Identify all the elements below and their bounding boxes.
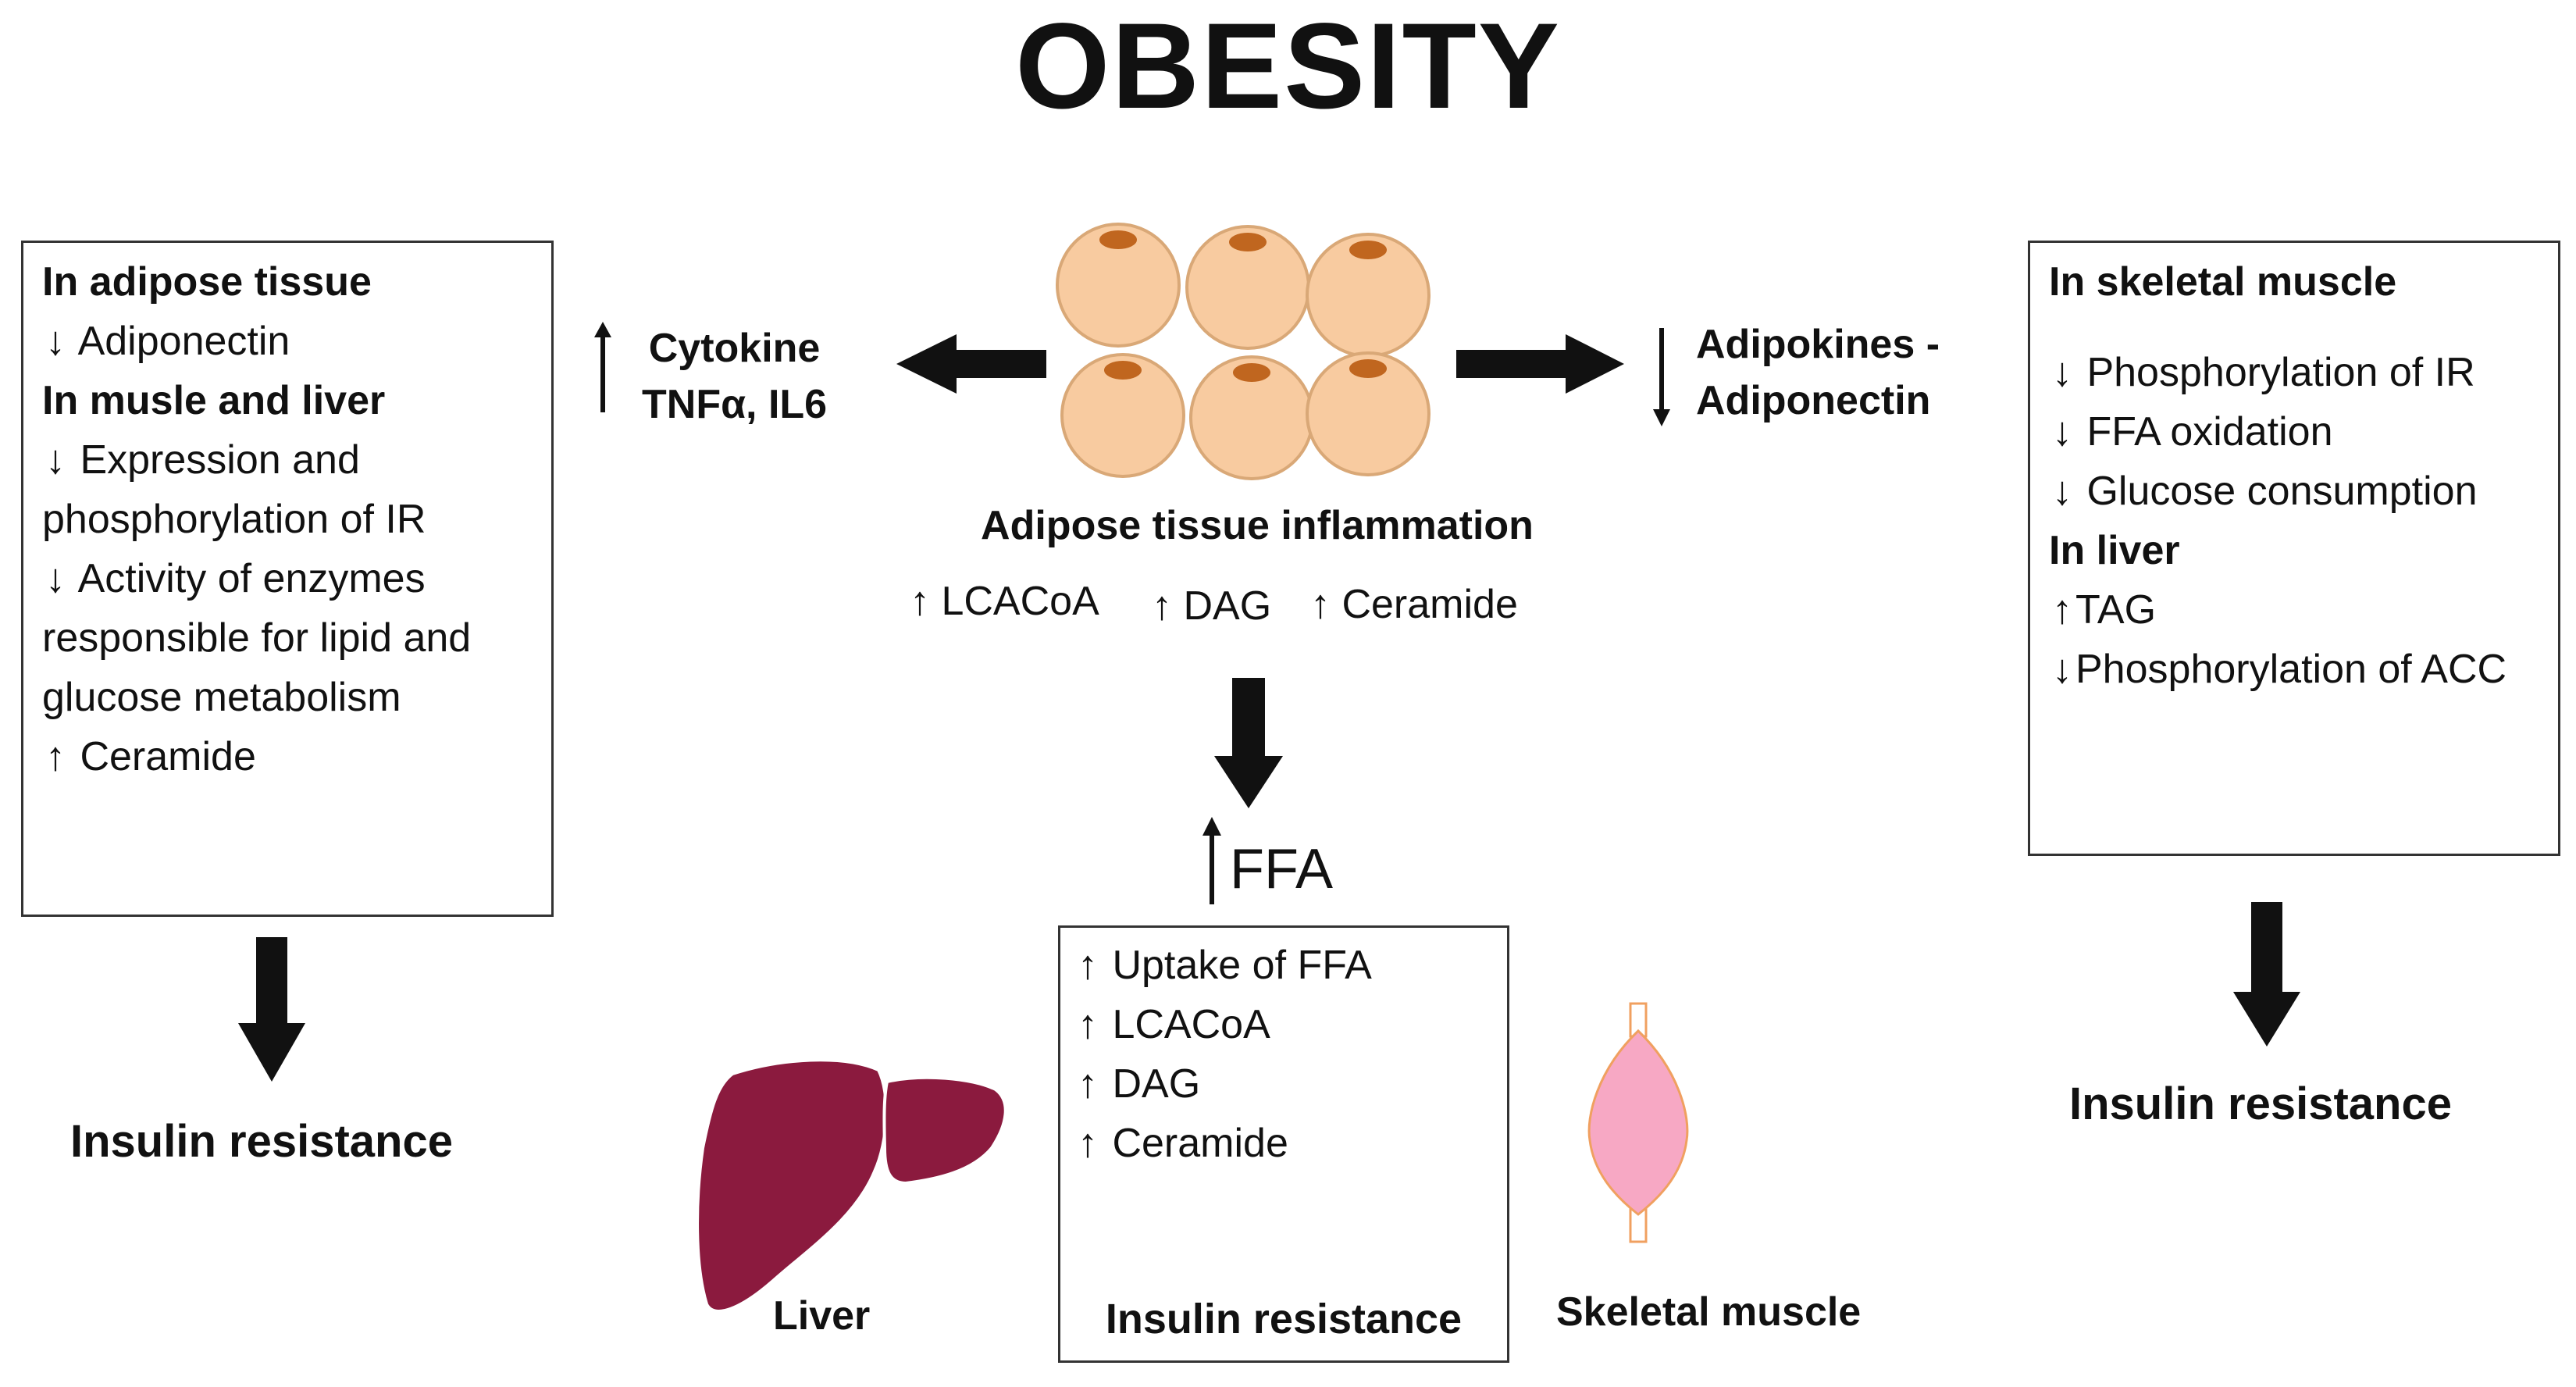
ffa-label: FFA — [1230, 838, 1334, 900]
arrow-to-adipokines — [1456, 334, 1624, 394]
left-item-label: Expression and — [80, 437, 360, 483]
arrow-to-cytokine — [896, 334, 1046, 394]
left-item-ceramide: ↑ Ceramide — [42, 727, 471, 786]
left-item-expression-cont: phosphorylation of IR — [42, 497, 426, 542]
bottom-item-label: Ceramide — [1112, 1121, 1288, 1166]
left-item-label: Ceramide — [80, 734, 256, 779]
adipocyte-nucleus — [1229, 233, 1267, 251]
right-item-glucose: ↓ Glucose consumption — [2049, 462, 2507, 521]
bottom-item-label: Uptake of FFA — [1112, 943, 1372, 988]
up-arrow-icon: ↑ — [2052, 587, 2072, 633]
left-heading-muscle-liver: In musle and liver — [42, 378, 386, 423]
arrow-center-down — [1214, 678, 1283, 808]
down-arrow-icon: ↓ — [45, 437, 66, 483]
down-arrow-icon: ↓ — [2052, 350, 2072, 395]
adipose-inflammation-label: Adipose tissue inflammation — [981, 503, 1534, 548]
left-item-expression: ↓ Expression and — [42, 430, 471, 490]
left-item-activity-cont-1: responsible for lipid and — [42, 615, 472, 661]
up-arrow-icon: ↑ — [1078, 1002, 1098, 1047]
diagram-title: OBESITY — [1015, 0, 1561, 134]
liver-label: Liver — [773, 1293, 871, 1339]
down-arrow-icon: ↓ — [45, 319, 66, 364]
center-marker-ceramide: ↑ Ceramide — [1310, 581, 1518, 628]
up-arrow-icon: ↑ — [1078, 1061, 1098, 1107]
adipokines-line-1: Adipokines - — [1696, 322, 1940, 367]
skeletal-muscle-label: Skeletal muscle — [1556, 1289, 1862, 1335]
cytokine-line-2: TNFα, IL6 — [642, 382, 828, 427]
adipocyte-cell — [1060, 353, 1185, 478]
cytokine-line-1: Cytokine — [648, 326, 821, 371]
bottom-item-lcacoa: ↑ LCACoA — [1074, 995, 1372, 1054]
up-arrow-icon: ↑ — [1310, 582, 1331, 627]
left-insulin-resistance: Insulin resistance — [70, 1116, 453, 1167]
down-arrow-icon: ↓ — [2052, 469, 2072, 514]
marker-label: LCACoA — [941, 579, 1099, 624]
left-item-label: Activity of enzymes — [77, 556, 426, 601]
up-arrow-icon: ↑ — [1078, 943, 1098, 988]
left-item-adiponectin: ↓ Adiponectin — [42, 312, 471, 371]
marker-label: Ceramide — [1341, 582, 1518, 627]
down-arrow-icon: ↓ — [2052, 409, 2072, 455]
down-arrow-icon: ↓ — [45, 556, 66, 601]
adipocyte-nucleus — [1099, 230, 1137, 249]
arrow-left-down — [238, 937, 305, 1082]
bottom-item-label: LCACoA — [1112, 1002, 1270, 1047]
right-item-phosphorylation-ir: ↓ Phosphorylation of IR — [2049, 343, 2507, 402]
bottom-item-uptake: ↑ Uptake of FFA — [1074, 936, 1372, 995]
center-marker-lcacoa: ↑ LCACoA — [910, 578, 1099, 625]
liver-muscle-effects-box: ↑ Uptake of FFA ↑ LCACoA ↑ DAG ↑ Ceramid… — [1058, 925, 1509, 1363]
left-item-label: Adiponectin — [77, 319, 290, 364]
skeletal-muscle-icon — [1587, 1002, 1689, 1243]
right-item-phosphorylation-acc: ↓Phosphorylation of ACC — [2049, 640, 2507, 699]
up-arrow-icon: ↑ — [1152, 583, 1172, 629]
adipocyte-nucleus — [1104, 361, 1142, 380]
center-marker-dag: ↑ DAG — [1152, 583, 1271, 629]
right-item-label: Glucose consumption — [2086, 469, 2478, 514]
adipocyte-cell — [1056, 223, 1181, 348]
up-arrow-icon: ↑ — [45, 734, 66, 779]
arrow-right-down — [2233, 902, 2300, 1046]
cytokine-up-arrow-icon — [594, 322, 611, 412]
left-effects-box: In adipose tissue ↓ Adiponectin In musle… — [21, 241, 554, 917]
right-item-label: Phosphorylation of ACC — [2075, 647, 2507, 692]
adipocyte-nucleus — [1233, 363, 1270, 382]
liver-icon — [696, 1058, 1007, 1313]
up-arrow-icon: ↑ — [910, 579, 930, 624]
right-heading-liver: In liver — [2049, 528, 2180, 573]
right-item-tag: ↑TAG — [2049, 580, 2507, 640]
bottom-item-label: DAG — [1112, 1061, 1201, 1107]
right-effects-box: In skeletal muscle ↓ Phosphorylation of … — [2028, 241, 2560, 856]
right-item-ffa-oxidation: ↓ FFA oxidation — [2049, 402, 2507, 462]
marker-label: DAG — [1183, 583, 1272, 629]
left-item-activity: ↓ Activity of enzymes — [42, 549, 471, 608]
adipocyte-cluster — [1056, 223, 1431, 480]
adipokines-line-2: Adiponectin — [1696, 378, 1931, 423]
bottom-box-outcome: Insulin resistance — [1105, 1296, 1463, 1342]
down-arrow-icon: ↓ — [2052, 647, 2072, 692]
adipocyte-cell — [1306, 351, 1431, 476]
right-item-label: TAG — [2075, 587, 2157, 633]
cytokine-label: Cytokine TNFα, IL6 — [642, 320, 827, 433]
adipokines-label: Adipokines - Adiponectin — [1696, 316, 1940, 429]
right-item-label: FFA oxidation — [2086, 409, 2333, 455]
bottom-item-dag: ↑ DAG — [1074, 1054, 1372, 1114]
adipocyte-nucleus — [1349, 241, 1387, 259]
up-arrow-icon: ↑ — [1078, 1121, 1098, 1166]
left-heading-adipose: In adipose tissue — [42, 259, 372, 305]
ffa-up-arrow-icon — [1202, 817, 1221, 904]
right-heading-muscle: In skeletal muscle — [2049, 259, 2397, 305]
adipocyte-nucleus — [1349, 359, 1387, 378]
right-insulin-resistance: Insulin resistance — [2069, 1079, 2452, 1129]
bottom-item-ceramide: ↑ Ceramide — [1074, 1114, 1372, 1173]
right-item-label: Phosphorylation of IR — [2086, 350, 2475, 395]
adipokines-down-arrow-icon — [1653, 328, 1670, 426]
left-item-activity-cont-2: glucose metabolism — [42, 675, 401, 720]
